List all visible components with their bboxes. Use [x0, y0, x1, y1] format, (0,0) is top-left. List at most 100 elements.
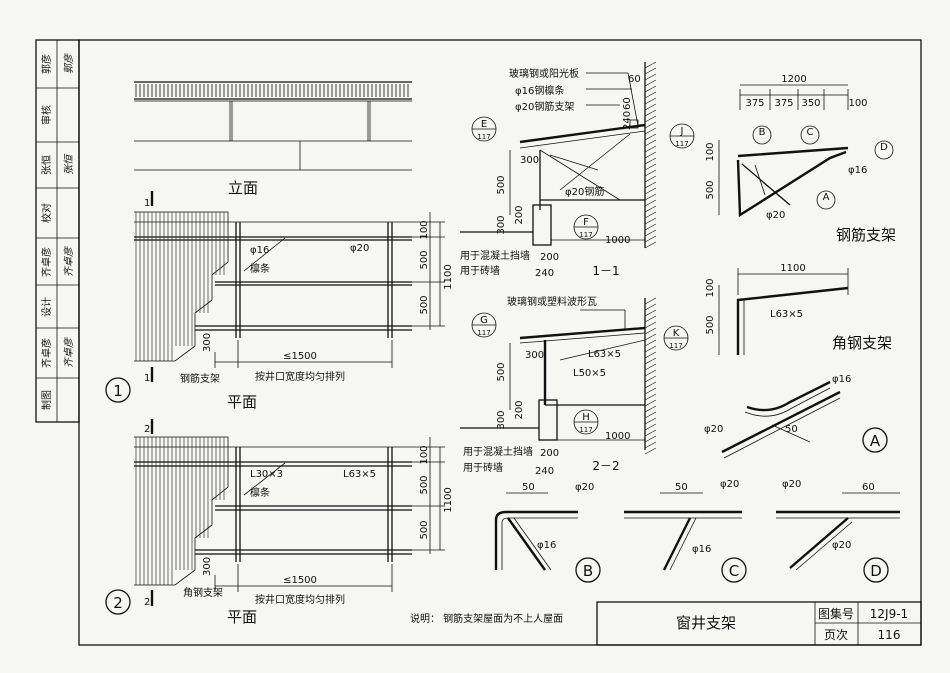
s22-dim-240: 240 — [535, 466, 554, 477]
hatch-line — [644, 393, 657, 401]
s22-label-l63: L63×5 — [588, 349, 621, 360]
rb-dim-500v: 500 — [705, 180, 716, 199]
callout-F-sheet: 117 — [579, 231, 592, 239]
plan1-dim-500a: 500 — [419, 250, 430, 269]
side-strip: 郭彦 郭彦 审核 张恒 张恒 校对 齐卓彦 齐卓彦 设计 齐卓彦 齐卓彦 制图 — [36, 40, 79, 422]
s11-label-brick: 用于砖墙 — [460, 264, 500, 277]
rb-callout-D — [874, 140, 894, 160]
detail-D-label-phi20b: φ20 — [832, 540, 851, 551]
atlas-number-value: 12J9-1 — [870, 607, 908, 621]
s11-label-concrete: 用于混凝土挡墙 — [460, 249, 530, 262]
hatch-line — [644, 411, 657, 419]
s22-dim-200b: 200 — [540, 448, 559, 459]
hatch-line — [644, 447, 657, 455]
side-sign-3: 张恒 — [63, 153, 75, 175]
callout-K-sheet: 117 — [669, 342, 682, 350]
page-number-value: 116 — [878, 628, 901, 642]
plan2-dim-500b: 500 — [419, 520, 430, 539]
hatch-line — [644, 193, 657, 201]
hatch-line — [644, 399, 657, 407]
hatch-line — [644, 357, 657, 365]
s22-dim-300: 300 — [525, 350, 544, 361]
hatch-line — [644, 145, 657, 153]
rb-dim-100v: 100 — [705, 142, 716, 161]
side-label-1: 郭彦 — [40, 54, 53, 74]
s11-label-glass: 玻璃钢或阳光板 — [509, 67, 579, 80]
s22-dim-300b: 300 — [496, 410, 507, 429]
detail-A-letter: A — [870, 432, 881, 450]
section-2-2: 玻璃钢或塑料波形瓦 L63×5 L50×5 300 500 200 300 20… — [460, 295, 689, 477]
ab-title: 角钢支架 — [832, 334, 892, 352]
plan2-label-l63: L63×5 — [343, 469, 376, 480]
s22-label-glass: 玻璃钢或塑料波形瓦 — [507, 295, 597, 308]
corrugation-pattern — [135, 84, 409, 97]
s22-label-concrete: 用于混凝土挡墙 — [463, 445, 533, 458]
plan1-label-purlin: 檩条 — [250, 262, 270, 275]
title-block: 窗井支架 图集号 12J9-1 页次 116 — [596, 601, 922, 646]
s11-dim-200: 200 — [514, 205, 525, 224]
callout-K-letter: K — [673, 328, 680, 339]
hatch-line — [644, 241, 657, 249]
detail-C-label-phi16: φ16 — [692, 544, 711, 555]
hatch-line — [644, 235, 657, 243]
plan-1: 1 1 φ16 檩条 φ20 钢筋支架 300 ≤1500 按井口宽度均匀排列 — [105, 191, 454, 411]
plan1-dim-1500: ≤1500 — [283, 351, 317, 362]
plan1-dim-500b: 500 — [419, 295, 430, 314]
plan1-dim-1100: 1100 — [443, 264, 454, 289]
callout-G-letter: G — [480, 315, 488, 326]
detail-D-letter: D — [870, 562, 882, 580]
hatch-line — [644, 303, 657, 311]
hatch-line — [644, 187, 657, 195]
ab-label-l63: L63×5 — [770, 309, 803, 320]
rb-callout-A — [816, 190, 836, 210]
detail-D: 60 φ20 φ20 D — [776, 479, 900, 583]
hatch-line — [644, 327, 657, 335]
s11-dim-500: 500 — [496, 175, 507, 194]
detail-C-dim-50: 50 — [675, 482, 688, 493]
rb-dim-375b: 375 — [774, 98, 793, 109]
hatch-line — [644, 97, 657, 105]
detail-B-circle — [575, 557, 601, 583]
rb-label-phi20: φ20 — [766, 210, 785, 221]
hatch-line — [644, 133, 657, 141]
detail-A-label-phi20: φ20 — [704, 424, 723, 435]
side-sign-5: 齐卓彦 — [63, 246, 75, 277]
detail-B-dim-50: 50 — [522, 482, 535, 493]
plan1-number-circle — [105, 377, 131, 403]
hatch-line — [644, 139, 657, 147]
detail-A-dim-50: 50 — [785, 424, 798, 435]
hatch-line — [644, 223, 657, 231]
hatch-line — [644, 217, 657, 225]
plan1-label-phi16: φ16 — [250, 245, 269, 256]
rb-dim-350: 350 — [801, 98, 820, 109]
s22-label-l50: L50×5 — [573, 368, 606, 379]
atlas-number-label: 图集号 — [818, 606, 854, 621]
s11-dim-300: 300 — [520, 155, 539, 166]
s22-dim-500: 500 — [496, 362, 507, 381]
rb-callout-B-letter: B — [759, 127, 766, 138]
hatch-line — [644, 423, 657, 431]
drawing-frame — [78, 39, 922, 646]
detail-A-circle — [862, 427, 888, 453]
plan1-number: 1 — [113, 382, 123, 400]
hatch-line — [644, 309, 657, 317]
hatch-line — [644, 375, 657, 383]
hatch-line — [644, 181, 657, 189]
s22-dim-1000: 1000 — [605, 431, 630, 442]
ab-dim-100: 100 — [705, 278, 716, 297]
rb-dim-100h: 100 — [848, 98, 867, 109]
plan2-label-spacing: 按井口宽度均匀排列 — [255, 593, 345, 606]
s22-dim-200: 200 — [514, 400, 525, 419]
detail-D-circle — [863, 557, 889, 583]
hatch-line — [644, 91, 657, 99]
elevation-caption: 立面 — [228, 179, 258, 197]
s22-title: 2－2 — [592, 459, 619, 473]
hatch-line — [644, 109, 657, 117]
s11-label-purlin: φ16钢檩条 — [515, 84, 564, 97]
callout-J-letter: J — [680, 126, 684, 137]
section11-wall-hatch — [644, 61, 657, 249]
plan1-label-phi20: φ20 — [350, 243, 369, 254]
side-sign-1: 郭彦 — [63, 53, 75, 74]
detail-A-label-phi16: φ16 — [832, 374, 851, 385]
